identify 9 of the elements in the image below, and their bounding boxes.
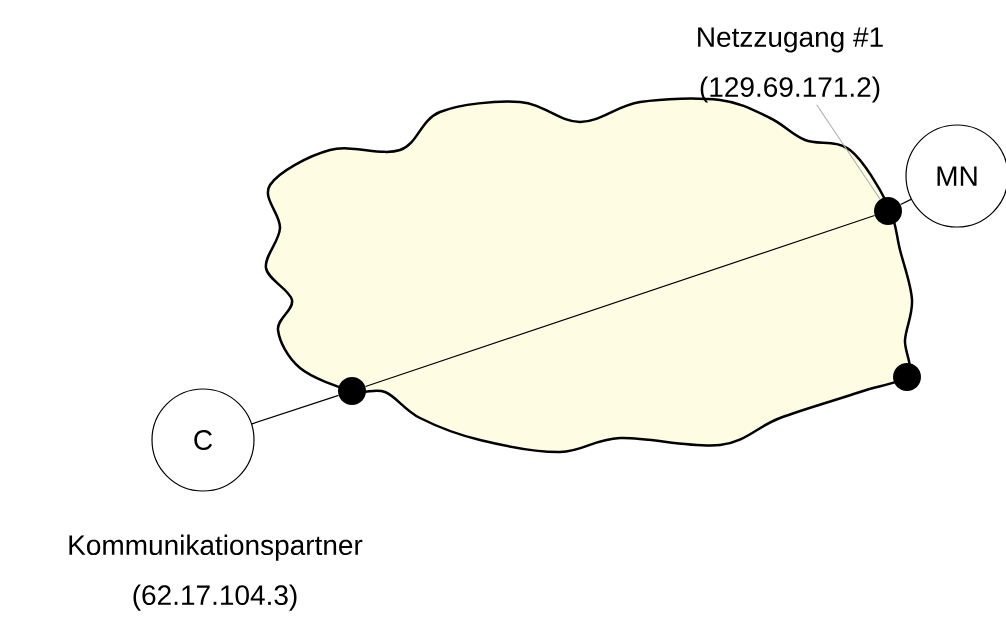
connection-line (900, 198, 912, 206)
connection-line (251, 394, 340, 425)
callout-text: Netzzugang #1 (129.69.171.2) (698, 27, 883, 103)
connection-line (364, 214, 876, 388)
network-point (874, 197, 902, 225)
leader-line (816, 104, 881, 200)
network-point (893, 363, 921, 391)
caption-text: Kommunikationspartner (62.17.104.3) (69, 534, 363, 611)
network-point (338, 377, 366, 405)
